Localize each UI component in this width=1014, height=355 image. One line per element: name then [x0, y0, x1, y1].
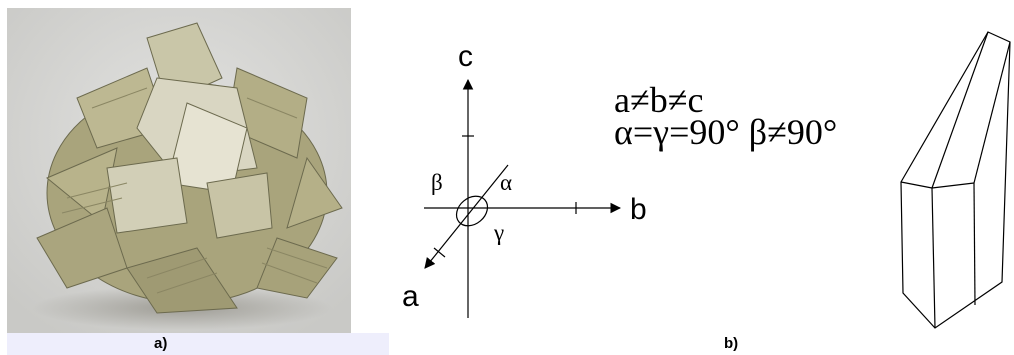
a-axis-label: a [402, 280, 419, 313]
a-axis-tick [433, 247, 446, 258]
caption-strip [7, 333, 389, 355]
caption-a: a) [154, 335, 168, 352]
axis-length-relation: a≠b≠c [614, 80, 704, 120]
beta-label: β [431, 170, 443, 195]
gamma-label: γ [493, 220, 504, 245]
caption-b: b) [724, 335, 739, 352]
b-axis-label: b [630, 193, 647, 226]
angle-ellipse [455, 195, 489, 227]
crystal-prism [900, 31, 1011, 329]
a-axis [424, 164, 509, 269]
angle-relation: α=γ=90° β≠90° [614, 112, 838, 152]
alpha-label: α [500, 170, 512, 195]
crystal-cluster [36, 22, 343, 314]
crystal-axes-diagram: c b a β α γ [402, 31, 1011, 329]
mineral-photo [7, 8, 351, 333]
c-axis-label: c [458, 40, 473, 73]
